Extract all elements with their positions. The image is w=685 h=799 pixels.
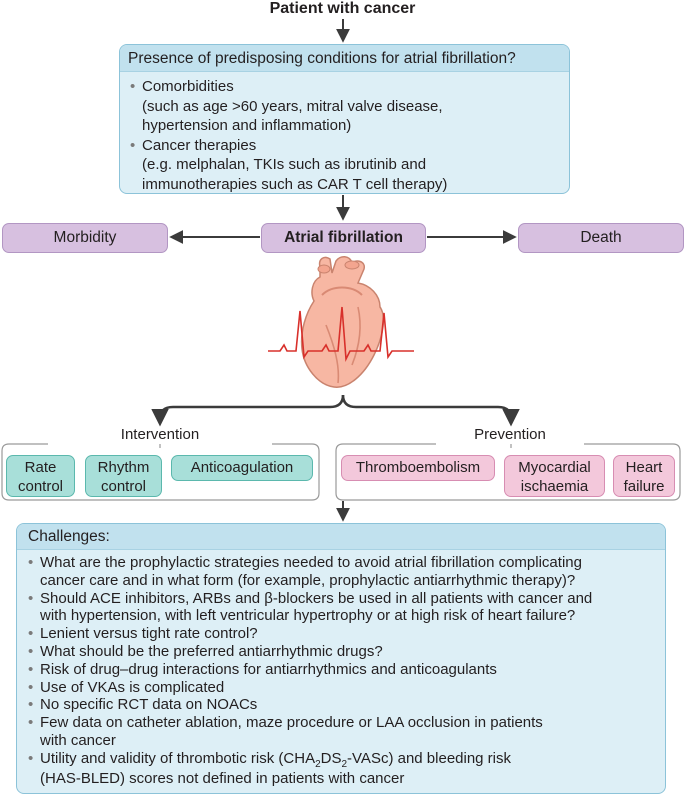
list-item: What should be the preferred antiarrhyth… [28, 643, 658, 661]
prevention-label: Prevention [474, 426, 546, 443]
prevention-bracket [335, 443, 681, 501]
rhythm-control-box: Rhythm control [85, 455, 162, 497]
challenges-list: What are the prophylactic strategies nee… [28, 554, 658, 787]
list-item: Should ACE inhibitors, ARBs and β-blocke… [28, 590, 658, 626]
list-item: Use of VKAs is complicated [28, 679, 658, 697]
predisposing-conditions-box: Presence of predisposing conditions for … [119, 44, 570, 194]
predisposing-heading: Presence of predisposing conditions for … [120, 45, 569, 72]
list-item: What are the prophylactic strategies nee… [28, 554, 658, 590]
page-title: Patient with cancer [269, 0, 416, 17]
list-item: Risk of drug–drug interactions for antia… [28, 661, 658, 679]
list-item: Cancer therapies (e.g. melphalan, TKIs s… [130, 136, 560, 195]
challenges-box: Challenges: What are the prophylactic st… [16, 523, 666, 794]
heart-failure-box: Heart failure [613, 455, 675, 497]
myocardial-ischaemia-box: Myocardial ischaemia [504, 455, 605, 497]
arrow-branch-left [151, 394, 345, 427]
list-item: Few data on catheter ablation, maze proc… [28, 714, 658, 750]
list-item: Utility and validity of thrombotic risk … [28, 750, 658, 788]
rate-control-box: Rate control [6, 455, 75, 497]
predisposing-list: Comorbidities (such as age >60 years, mi… [130, 77, 560, 194]
anticoagulation-box: Anticoagulation [171, 455, 313, 481]
challenges-heading: Challenges: [17, 524, 665, 550]
list-item: Comorbidities (such as age >60 years, mi… [130, 77, 560, 136]
list-item: No specific RCT data on NOACs [28, 696, 658, 714]
list-item: Lenient versus tight rate control? [28, 625, 658, 643]
arrow-branch-right [341, 394, 520, 427]
heart-illustration [268, 256, 414, 388]
intervention-bracket [1, 443, 320, 501]
thromboembolism-box: Thromboembolism [341, 455, 495, 481]
atrial-fibrillation-pill: Atrial fibrillation [261, 223, 426, 253]
ecg-trace-icon [268, 306, 414, 362]
intervention-label: Intervention [120, 426, 200, 443]
morbidity-pill: Morbidity [2, 223, 168, 253]
death-pill: Death [518, 223, 684, 253]
